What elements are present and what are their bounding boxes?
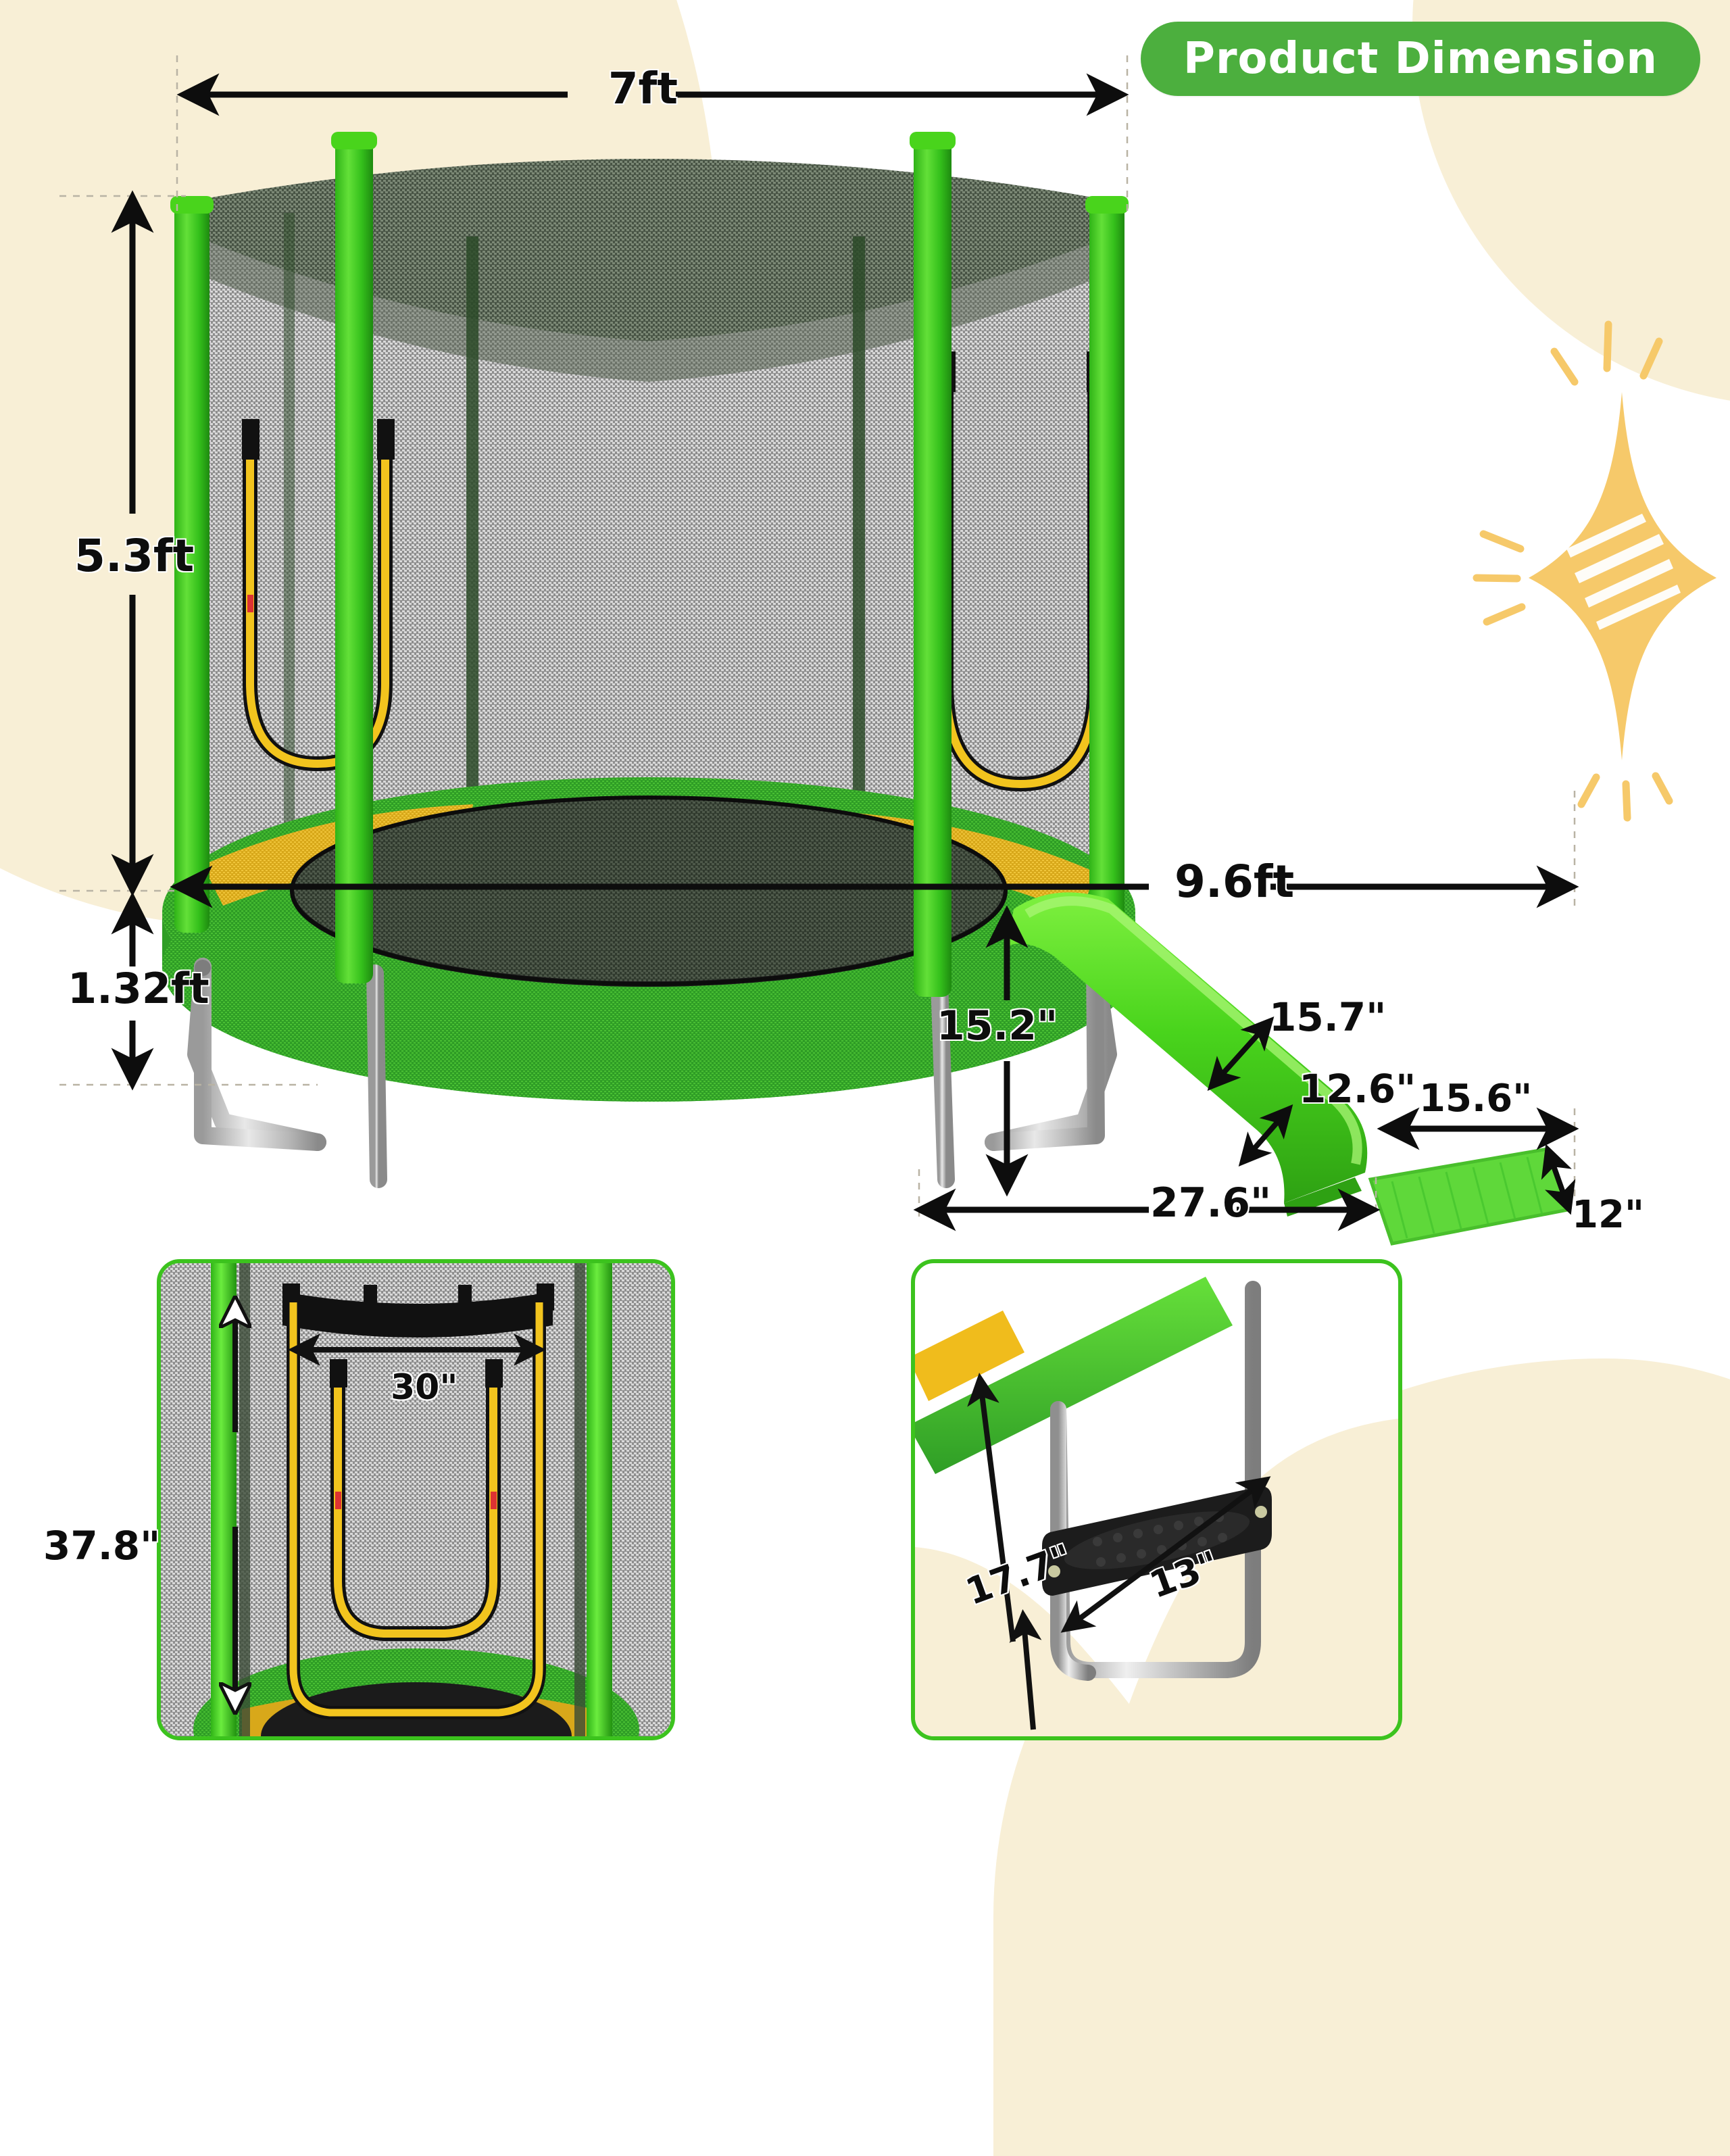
sparkle-star-icon: [1473, 320, 1716, 822]
trampoline-legs: [187, 951, 1117, 1188]
page-title-badge: Product Dimension: [1141, 22, 1700, 96]
dimension-label-door-width: 30": [391, 1367, 458, 1408]
inset-panel-door-detail: 30": [157, 1259, 675, 1740]
dimension-label-slide-horizontal-run: 27.6": [1150, 1179, 1272, 1227]
trampoline-leg-joints: [195, 954, 1103, 976]
dimension-label-frame-height: 1.32ft: [68, 964, 209, 1013]
background-blob-top-left: [0, 0, 798, 994]
door-detail-illustration: [161, 1263, 671, 1736]
slide: [1007, 892, 1571, 1246]
inset-panel-ladder-detail: 17.7" 13": [911, 1259, 1402, 1740]
ladder-detail-illustration: [915, 1277, 1398, 1736]
dimension-label-slide-width-lower: 12.6": [1299, 1066, 1416, 1112]
dimension-label-door-height: 37.8": [43, 1523, 161, 1569]
dimension-label-slide-top-height: 15.2": [937, 1002, 1058, 1050]
page-title: Product Dimension: [1183, 34, 1658, 84]
dimension-label-overall-width: 7ft: [608, 64, 678, 114]
dimension-label-step-pad-width: 12": [1572, 1193, 1645, 1237]
dimension-label-step-pad-length: 15.6": [1419, 1077, 1533, 1121]
dimension-label-enclosure-height: 5.3ft: [74, 530, 195, 582]
dimension-label-slide-width-upper: 15.7": [1269, 994, 1387, 1040]
dimension-label-overall-depth: 9.6ft: [1175, 856, 1295, 908]
